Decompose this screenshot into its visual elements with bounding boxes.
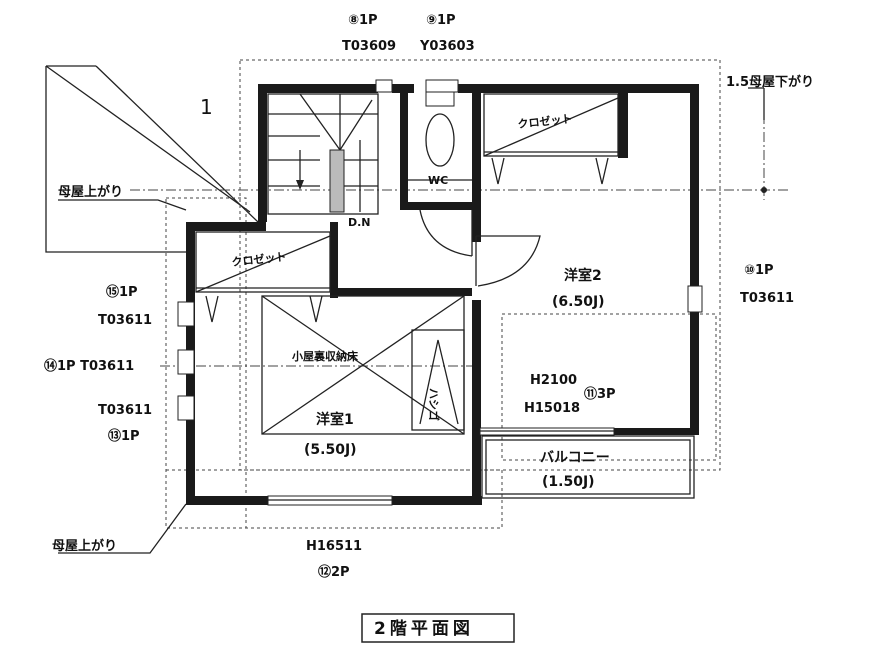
- label-9: ⑨1P: [426, 13, 456, 28]
- label-14: ⑭1P T03611: [44, 358, 134, 374]
- stair-mark: 1: [200, 95, 213, 119]
- attic-label: 小屋裏収納床: [291, 349, 359, 363]
- room2-size: (6.50J): [552, 294, 605, 310]
- hanger-label: ハシゴ: [427, 388, 441, 421]
- room-names: クロゼット クロゼット WC D.N 洋室2 (6.50J) 小屋裏収納床 洋室…: [231, 111, 610, 490]
- label-13: ⑬1P: [108, 428, 140, 444]
- windows: [177, 79, 703, 506]
- leader-lines: [58, 87, 767, 554]
- label-8: ⑧1P: [348, 13, 378, 28]
- closet-top: [483, 93, 619, 185]
- balcony-size: (1.50J): [542, 474, 595, 490]
- label-11: ⑪3P: [584, 386, 616, 402]
- dn-label: D.N: [348, 216, 371, 229]
- closet-left: [195, 231, 331, 323]
- room2-label: 洋室2: [564, 267, 602, 284]
- balcony-label: バルコニー: [540, 450, 610, 466]
- balcony: [481, 435, 695, 499]
- h15018-label: H15018: [524, 401, 580, 416]
- label-10-code: T03611: [740, 291, 794, 306]
- label-12: ⑫2P: [318, 564, 350, 580]
- label-10: ⑩1P: [744, 263, 774, 278]
- h2100-label: H2100: [530, 373, 577, 388]
- roof-up-label-top: 母屋上がり: [58, 184, 123, 200]
- label-9-code: Y03603: [419, 39, 475, 54]
- closet-top-label: クロゼット: [517, 111, 573, 131]
- room1-size: (5.50J): [304, 442, 357, 458]
- plan-title-text: 2階平面図: [374, 619, 474, 639]
- plan-title: 2階平面図: [361, 613, 515, 643]
- toilet: [408, 91, 472, 181]
- roof-up-label-bottom: 母屋上がり: [52, 538, 117, 554]
- closet-left-label: クロゼット: [231, 249, 287, 269]
- interior-walls: [330, 92, 628, 298]
- room1-label: 洋室1: [316, 411, 354, 428]
- axis-lines: [130, 96, 790, 367]
- wc-label: WC: [428, 174, 448, 187]
- label-8-code: T03609: [342, 39, 396, 54]
- label-13-code: T03611: [98, 403, 152, 418]
- ladder-hatch: [411, 329, 465, 431]
- label-15-code: T03611: [98, 313, 152, 328]
- roof-down-label: 1.5母屋下がり: [726, 74, 814, 90]
- staircase: 1: [200, 93, 379, 215]
- labels: ⑧1P T03609 ⑨1P Y03603 1.5母屋下がり 母屋上がり 母屋上…: [44, 13, 814, 580]
- label-15: ⑮1P: [106, 284, 138, 300]
- h-bottom-label: H16511: [306, 539, 362, 554]
- doors: [419, 209, 541, 287]
- dashed-outlines: [165, 197, 717, 529]
